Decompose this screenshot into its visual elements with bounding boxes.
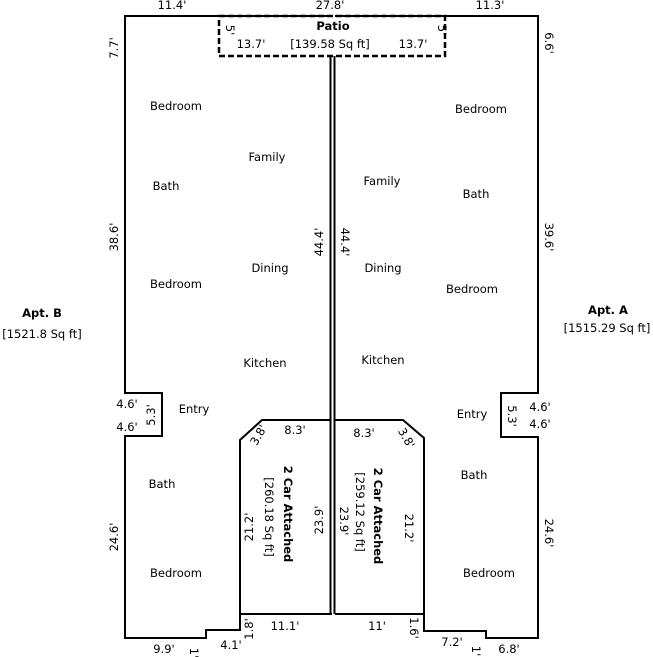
patio-depth-left: 5' <box>223 25 237 35</box>
patio-depth-right: 5' <box>435 25 449 35</box>
garage-b-corner-dim: 3.8' <box>247 422 270 448</box>
apt-b-dim-entry-top: 4.6' <box>116 397 137 411</box>
top-dim-mid: 27.8' <box>316 0 345 12</box>
apt-a-dim-upper-side: 39.6' <box>542 223 556 252</box>
garage-a-depth-dim: 23.9' <box>337 507 351 536</box>
apt-a-room-bedroom-3: Bedroom <box>463 566 515 580</box>
apt-a-title: Apt. A <box>588 303 628 317</box>
garage-b-area: [260.18 Sq ft] <box>262 477 276 556</box>
garage-b-bottom-step-dim: 1.8' <box>242 618 256 639</box>
apt-a-room-bedroom-2: Bedroom <box>446 282 498 296</box>
apt-a-area: [1515.29 Sq ft] <box>564 321 651 335</box>
apt-b-room-bath-1: Bath <box>153 179 180 193</box>
apt-b-room-family: Family <box>248 150 285 164</box>
apt-a-room-entry: Entry <box>457 407 488 421</box>
apt-a-dim-top-side: 6.6' <box>542 32 556 53</box>
apt-a-dim-entry-top: 4.6' <box>529 400 550 414</box>
apt-b-dim-bottom-mid: 4.1' <box>220 638 241 652</box>
apt-a-dim-entry-bottom: 4.6' <box>529 417 550 431</box>
patio-width-left: 13.7' <box>237 37 266 51</box>
garage-a-bottom-dim: 11' <box>368 619 386 633</box>
apt-b-dim-bottom-step: 1' <box>187 648 201 657</box>
apt-b-dim-entry-depth: 5.3' <box>144 404 158 425</box>
apt-b-room-bedroom-1: Bedroom <box>150 99 202 113</box>
garage-a-bottom-step-dim: 1.6' <box>407 617 421 638</box>
apt-b-dim-upper-side: 38.6' <box>107 223 121 252</box>
apt-a-dim-bottom-mid: 7.2' <box>441 635 462 649</box>
apt-a-room-bedroom-1: Bedroom <box>455 102 507 116</box>
apt-b-outline <box>124 15 332 639</box>
apt-a-dim-entry-depth: 5.3' <box>505 405 519 426</box>
garage-b-name: 2 Car Attached <box>281 466 295 563</box>
apt-a-room-family: Family <box>363 174 400 188</box>
apt-b-dim-center: 44.4' <box>312 228 326 257</box>
garage-a-outline <box>335 419 425 614</box>
apt-b-room-dining: Dining <box>251 261 288 275</box>
apt-a-room-bath-1: Bath <box>463 187 490 201</box>
apt-b-room-kitchen: Kitchen <box>243 356 286 370</box>
garage-b-depth-dim: 23.9' <box>312 506 326 535</box>
garage-a-area: [259.12 Sq ft] <box>353 472 367 551</box>
apt-b-dim-lower-side: 24.6' <box>107 523 121 552</box>
garage-b-outline <box>239 419 330 614</box>
patio-title: Patio <box>316 19 349 33</box>
apt-b-room-bath-2: Bath <box>149 477 176 491</box>
apt-a-dim-lower-side: 24.6' <box>542 519 556 548</box>
patio-outline <box>217 14 447 58</box>
apt-a-outline <box>335 15 539 639</box>
top-dim-left: 11.4' <box>158 0 187 12</box>
garage-b-top-dim: 8.3' <box>284 423 305 437</box>
apt-a-room-bath-2: Bath <box>461 468 488 482</box>
apt-b-room-entry: Entry <box>179 402 210 416</box>
garage-a-name: 2 Car Attached <box>371 468 385 565</box>
apt-a-dim-center: 44.4' <box>338 228 352 257</box>
apt-b-title: Apt. B <box>22 306 62 320</box>
apt-b-dim-top-side: 7.7' <box>107 37 121 58</box>
garage-b-bottom-dim: 11.1' <box>271 619 300 633</box>
garage-a-side-dim: 21.2' <box>402 514 416 543</box>
apt-a-room-kitchen: Kitchen <box>361 353 404 367</box>
apt-b-area: [1521.8 Sq ft] <box>2 327 81 341</box>
top-dim-right: 11.3' <box>476 0 505 12</box>
apt-a-room-dining: Dining <box>364 261 401 275</box>
garage-b-side-dim: 21.2' <box>242 513 256 542</box>
patio-area: [139.58 Sq ft] <box>290 37 369 51</box>
apt-b-dim-entry-bottom: 4.6' <box>116 420 137 434</box>
patio-width-right: 13.7' <box>399 37 428 51</box>
apt-b-room-bedroom-3: Bedroom <box>150 566 202 580</box>
apt-a-dim-bottom-step: 1' <box>469 646 483 656</box>
apt-b-room-bedroom-2: Bedroom <box>150 277 202 291</box>
apt-a-dim-bottom-right: 6.8' <box>498 642 519 656</box>
apt-b-dim-bottom-left: 9.9' <box>153 642 174 656</box>
garage-a-top-dim: 8.3' <box>353 426 374 440</box>
